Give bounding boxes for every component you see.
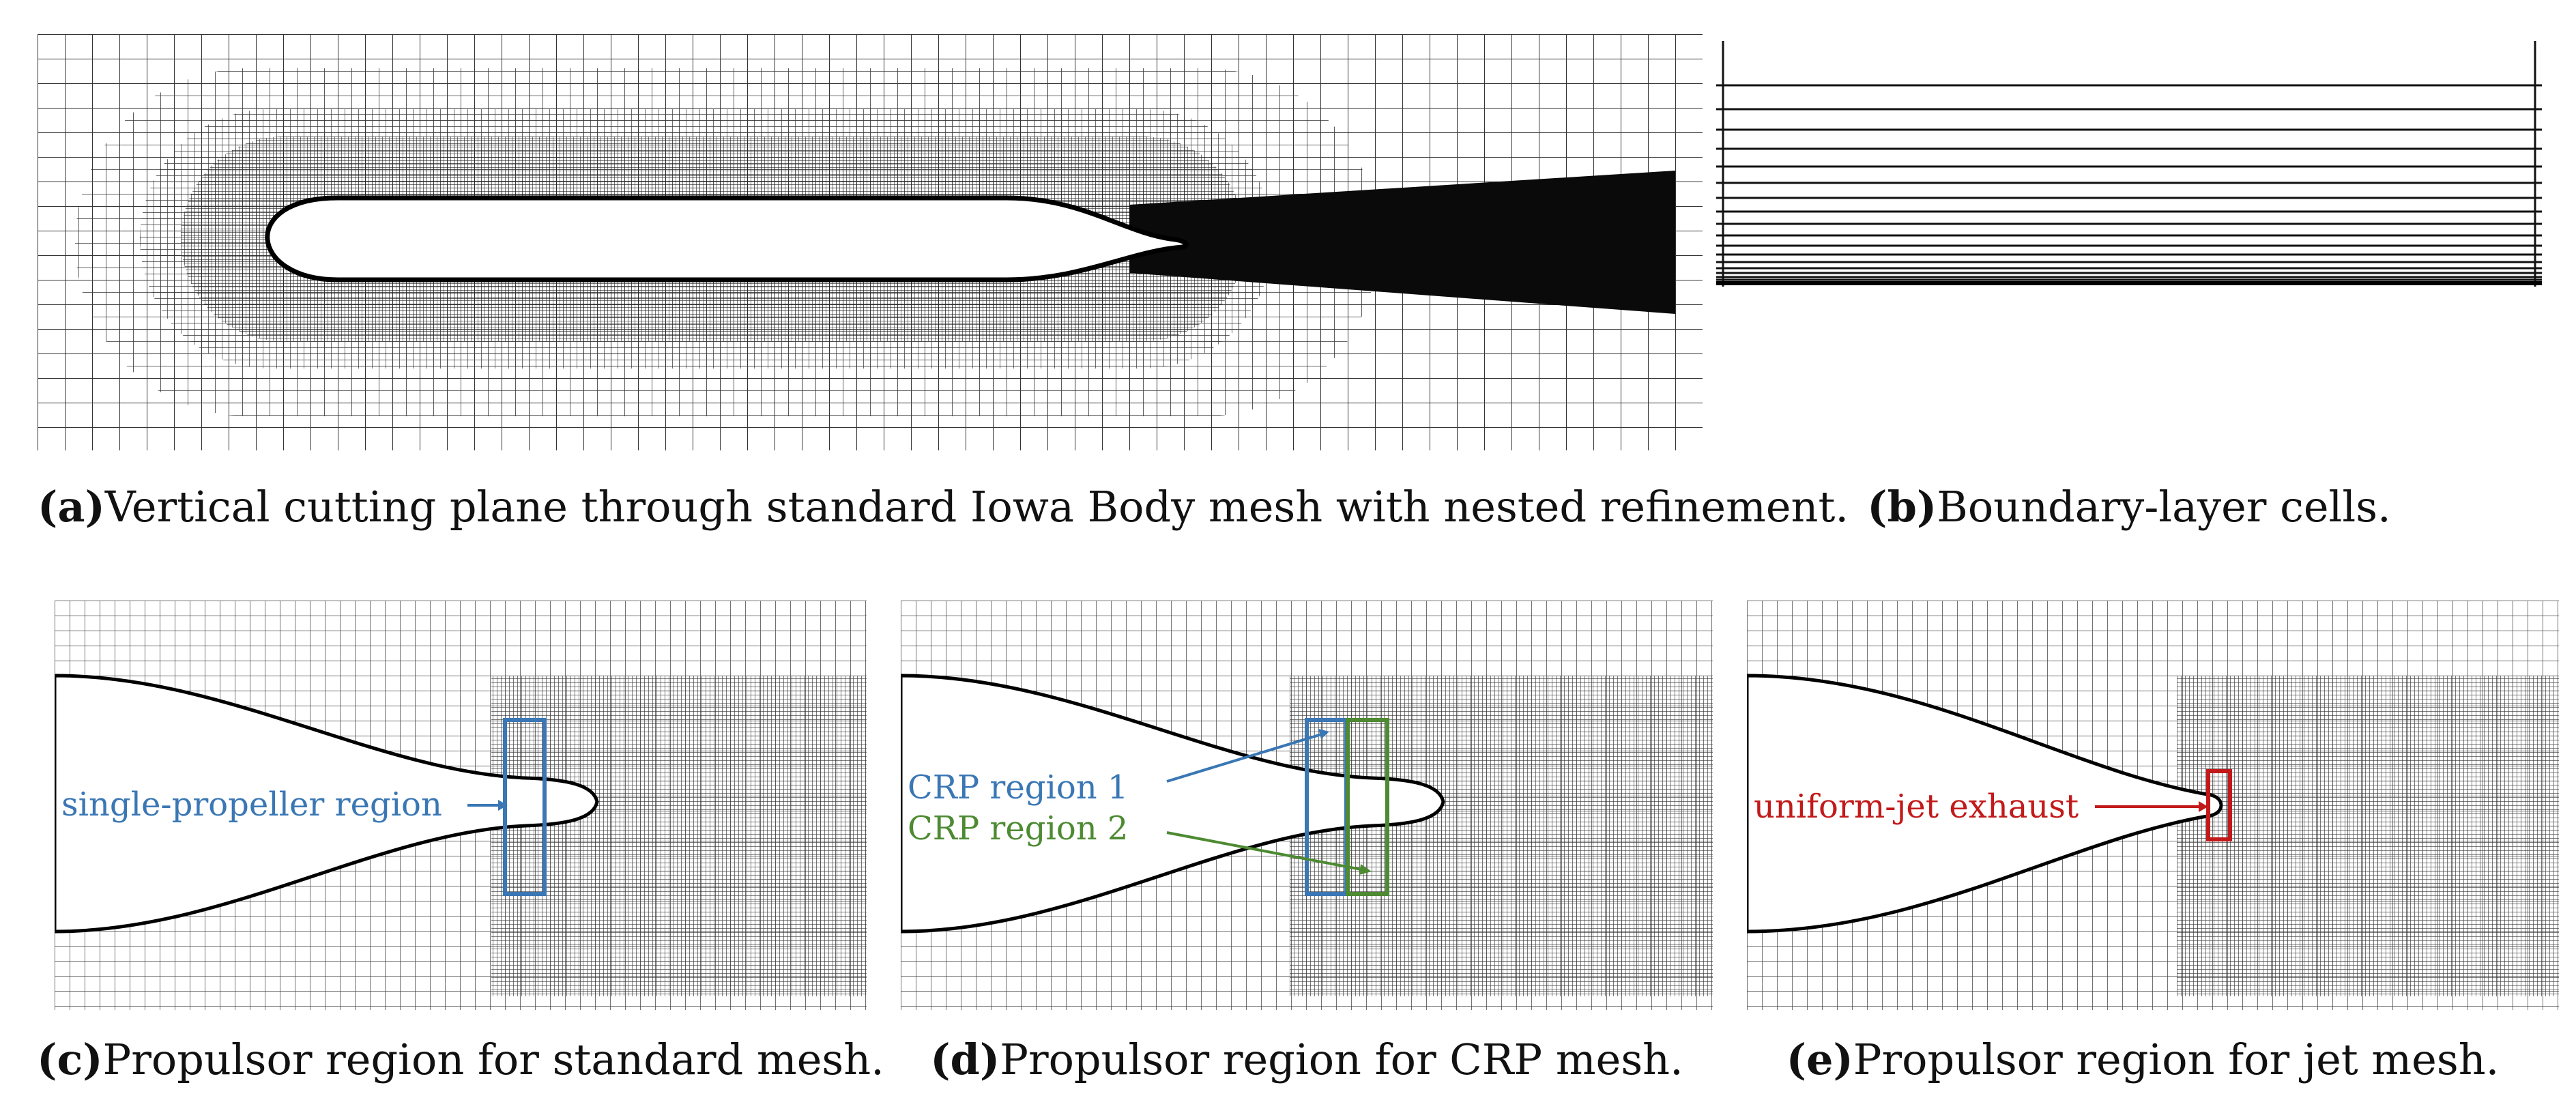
mesh-panel-a <box>38 34 1703 450</box>
caption-label-d: (d) <box>930 1035 1000 1084</box>
mesh-panel-e: uniform-jet exhaust <box>1747 601 2559 1010</box>
caption-c: (c)Propulsor region for standard mesh. <box>27 1039 894 1081</box>
caption-b: (b)Boundary-layer cells. <box>1716 486 2542 528</box>
caption-text-e: Propulsor region for jet mesh. <box>1853 1035 2500 1084</box>
propulsor-figure-c <box>55 601 867 1010</box>
mesh-panel-d: CRP region 1 CRP region 2 <box>901 601 1713 1010</box>
propulsor-figure-d <box>901 601 1713 1010</box>
propulsor-figure-e <box>1747 601 2559 1010</box>
mesh-panel-b <box>1716 34 2542 290</box>
caption-a: (a)Vertical cutting plane through standa… <box>38 486 1849 528</box>
caption-text-d: Propulsor region for CRP mesh. <box>1000 1035 1683 1084</box>
boundary-layer-figure-b <box>1716 41 2542 287</box>
mesh-figure-a <box>38 34 1703 450</box>
single-propeller-label: single-propeller region <box>61 785 442 824</box>
caption-text-c: Propulsor region for standard mesh. <box>102 1035 884 1084</box>
caption-label-a: (a) <box>38 482 105 532</box>
caption-text-a: Vertical cutting plane through standard … <box>104 482 1849 532</box>
uniform-jet-label: uniform-jet exhaust <box>1754 788 2079 826</box>
crp-region-2-label: CRP region 2 <box>908 809 1129 848</box>
caption-label-e: (e) <box>1786 1035 1853 1084</box>
caption-text-b: Boundary-layer cells. <box>1937 482 2391 532</box>
caption-label-b: (b) <box>1867 482 1937 532</box>
mesh-panel-c: single-propeller region <box>55 601 867 1010</box>
caption-label-c: (c) <box>37 1035 103 1084</box>
caption-e: (e)Propulsor region for jet mesh. <box>1720 1039 2566 1081</box>
caption-d: (d)Propulsor region for CRP mesh. <box>873 1039 1740 1081</box>
crp-region-1-label: CRP region 1 <box>908 768 1129 807</box>
